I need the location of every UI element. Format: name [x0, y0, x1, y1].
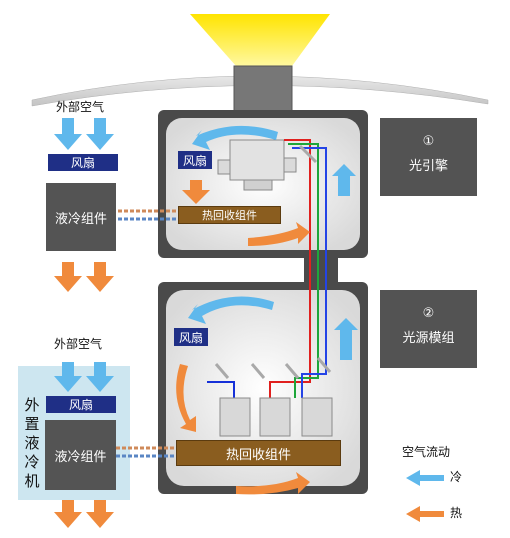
heat-recovery-bottom: 热回收组件: [176, 440, 341, 466]
mirrors: [214, 144, 332, 379]
module1-number: ①: [422, 134, 435, 149]
outside-air-label-bottom: 外部空气: [54, 337, 103, 351]
legend-hot-label: 热: [450, 506, 463, 520]
screen-arc: [31, 75, 489, 107]
fan-top-inner: 风扇: [178, 151, 212, 169]
external-cooler-char: 冷: [24, 453, 40, 471]
liquid-cooling-bottom: 液冷组件: [45, 420, 116, 490]
external-cooler-char: 液: [24, 434, 40, 452]
heat-recovery-top: 热回收组件: [178, 206, 281, 224]
liquid-cooling-top: 液冷组件: [46, 183, 116, 251]
light-engine-module: ① 光引擎: [380, 118, 477, 196]
module2-number: ②: [422, 306, 435, 321]
external-cooler-char: 机: [24, 472, 40, 490]
hot-air-arrows: [54, 180, 444, 528]
module2-name: 光源模组: [402, 331, 455, 346]
legend-cold-label: 冷: [450, 470, 463, 484]
external-cooler-char: 外: [24, 396, 40, 414]
light-beam: [190, 14, 330, 66]
fan-bottom-left: 风扇: [46, 396, 116, 413]
rgb-light-paths: [207, 139, 327, 398]
lens: [233, 65, 293, 117]
cold-air-arrows: [54, 118, 444, 486]
external-liquid-cooler-label: 外 置 液 冷 机: [20, 396, 44, 491]
legend-title: 空气流动: [402, 445, 451, 459]
module1-name: 光引擎: [408, 159, 448, 174]
external-cooler-char: 置: [24, 415, 40, 433]
light-engine-device: [217, 139, 297, 191]
bottom-chamber: [166, 290, 360, 486]
fan-top-left: 风扇: [48, 154, 118, 171]
outside-air-label-top: 外部空气: [56, 100, 105, 114]
light-source-module: ② 光源模组: [380, 290, 477, 368]
fan-bottom-inner: 风扇: [174, 328, 208, 346]
light-source-units: [219, 397, 333, 437]
coolant-pipes: [116, 209, 178, 458]
